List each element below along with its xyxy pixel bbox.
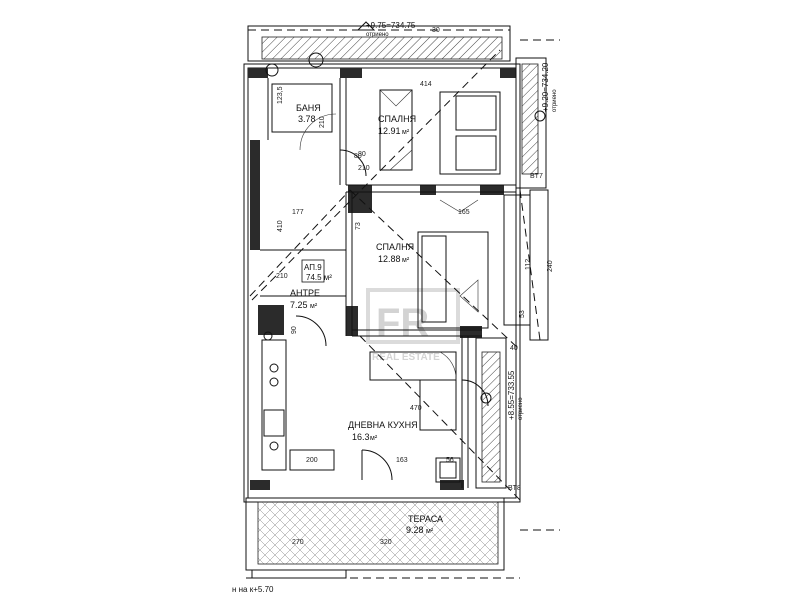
dim-living: 470 xyxy=(410,405,422,412)
dim-bath-a: 123,5 xyxy=(277,86,284,104)
terrace-floor xyxy=(257,501,499,565)
dim-53: 53 xyxy=(519,310,526,318)
sofa xyxy=(369,351,457,381)
bathtub xyxy=(271,83,333,133)
dim-210b: 210 xyxy=(276,273,288,280)
terrace-label: ТЕРАСА xyxy=(408,514,443,524)
bed2-label: СПАЛНЯ xyxy=(376,242,414,252)
dim-terrace-b: 320 xyxy=(380,539,392,546)
dim-bath-b: 80 xyxy=(358,151,366,158)
dim-112: 112 xyxy=(525,259,532,270)
bed1-label: СПАЛНЯ xyxy=(378,114,416,124)
dim-177: 177 xyxy=(292,209,304,216)
bed2-unit: м² xyxy=(402,257,410,264)
level-right-mid-sub: отриено xyxy=(518,397,524,420)
level-right-top-sub: отриено xyxy=(552,89,558,112)
door-hall xyxy=(295,315,327,347)
top-balcony-rail xyxy=(261,36,503,60)
terrace xyxy=(245,497,505,571)
bed1-unit: м² xyxy=(402,129,410,136)
level-top: +9.75=734.75 xyxy=(366,21,416,30)
living-area: 16.3 xyxy=(352,432,370,442)
bed2-bed xyxy=(417,231,489,329)
bed1-area: 12.91 xyxy=(378,126,401,136)
dim-73: 73 xyxy=(355,222,362,230)
dim-240: 240 xyxy=(547,260,554,272)
door-living xyxy=(361,449,393,481)
apartment-badge xyxy=(301,259,325,283)
bath-area: 3.78 xyxy=(298,114,316,124)
door-bath xyxy=(339,149,367,177)
hall-area: 7.25 xyxy=(290,300,308,310)
watermark-logo: FR REAL ESTATE xyxy=(366,288,460,363)
right-balcony-rail-upper xyxy=(521,63,539,175)
dim-bed2: 165 xyxy=(458,209,470,216)
level-top-sub: отриено xyxy=(366,32,389,38)
label-bt7: BT7 xyxy=(530,173,543,180)
hall-label: АНТРЕ xyxy=(290,288,320,298)
terrace-area: 9.28 xyxy=(406,525,424,535)
apartment-code: АП.9 xyxy=(304,263,322,272)
dim-bed1: 414 xyxy=(420,81,432,88)
dim-410: 410 xyxy=(277,220,284,232)
hall-unit: м² xyxy=(310,303,318,310)
dim-200: 200 xyxy=(306,457,318,464)
right-balcony-rail-lower xyxy=(481,351,501,483)
bed2-area: 12.88 xyxy=(378,254,401,264)
bath-label: БАНЯ xyxy=(296,103,321,113)
apartment-area: 74.5 м² xyxy=(306,273,332,282)
level-bottom: н на к+5.70 xyxy=(232,585,274,594)
bed1-bed xyxy=(439,91,501,175)
dim-56: 56 xyxy=(446,457,454,464)
dim-40: 40 xyxy=(510,345,518,352)
watermark-text: FR xyxy=(376,301,429,345)
level-right-top: +9.20=734.20 xyxy=(541,62,550,112)
terrace-unit: м² xyxy=(426,528,434,535)
dim-210a: 210 xyxy=(358,165,370,172)
dim-163: 163 xyxy=(396,457,408,464)
kitchen-counter xyxy=(261,339,287,471)
dim-80: 80 xyxy=(354,153,362,160)
dim-90: 90 xyxy=(291,326,298,334)
living-unit: м² xyxy=(370,435,378,442)
dim-terrace-a: 270 xyxy=(292,539,304,546)
dim-bath-door: 210 xyxy=(319,116,326,128)
watermark-subtext: REAL ESTATE xyxy=(372,352,440,363)
level-right-mid: +8.55=733.55 xyxy=(507,370,516,420)
dim-30: 30 xyxy=(432,27,440,34)
living-label: ДНЕВНА КУХНЯ xyxy=(348,420,418,430)
label-bt8: BT8 xyxy=(508,485,521,492)
